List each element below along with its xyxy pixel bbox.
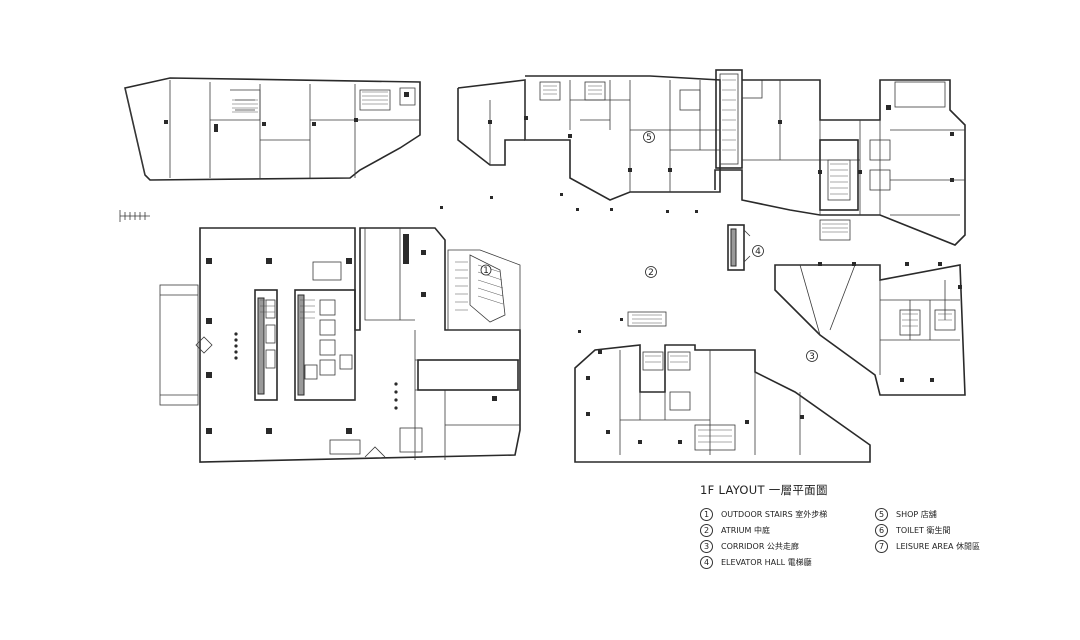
legend-item: 4 ELEVATOR HALL 電梯廳 bbox=[700, 556, 812, 569]
outdoor-stairs-feature bbox=[447, 249, 521, 331]
marker-2: 2 bbox=[645, 266, 657, 278]
atrium-escalator bbox=[627, 311, 667, 327]
legend-item: 3 CORRIDOR 公共走廊 bbox=[700, 540, 799, 553]
svg-text:5: 5 bbox=[646, 133, 652, 143]
marker-5: 5 bbox=[643, 131, 655, 143]
elevator-hall-core bbox=[727, 224, 751, 271]
building-right-middle bbox=[774, 262, 966, 396]
plan-title: 1F LAYOUT 一層平面圖 bbox=[700, 483, 828, 497]
legend-item: 1 OUTDOOR STAIRS 室外步梯 bbox=[700, 508, 827, 521]
legend-item: 2 ATRIUM 中庭 bbox=[700, 524, 770, 537]
legend-item: 7 LEISURE AREA 休閒區 bbox=[875, 540, 980, 553]
atrium-columns bbox=[440, 193, 698, 333]
legend-item: 5 SHOP 店舖 bbox=[875, 508, 937, 521]
building-top-center bbox=[457, 75, 721, 201]
marker-1: 1 bbox=[480, 264, 492, 276]
svg-text:3: 3 bbox=[809, 352, 815, 362]
legend-item: 6 TOILET 衛生間 bbox=[875, 524, 950, 537]
svg-text:1: 1 bbox=[483, 266, 489, 276]
outdoor-marker-left bbox=[119, 210, 150, 222]
building-top-left bbox=[124, 77, 421, 181]
marker-4: 4 bbox=[752, 245, 764, 257]
building-bottom-left bbox=[159, 227, 521, 463]
marker-3: 3 bbox=[806, 350, 818, 362]
plan-legend: 1F LAYOUT 一層平面圖 1 OUTDOOR STAIRS 室外步梯 2 … bbox=[700, 482, 980, 569]
building-bottom-center bbox=[574, 344, 871, 463]
svg-text:4: 4 bbox=[755, 247, 761, 257]
svg-text:2: 2 bbox=[648, 268, 654, 278]
escalator-spine bbox=[715, 69, 763, 169]
building-top-right bbox=[714, 79, 966, 246]
